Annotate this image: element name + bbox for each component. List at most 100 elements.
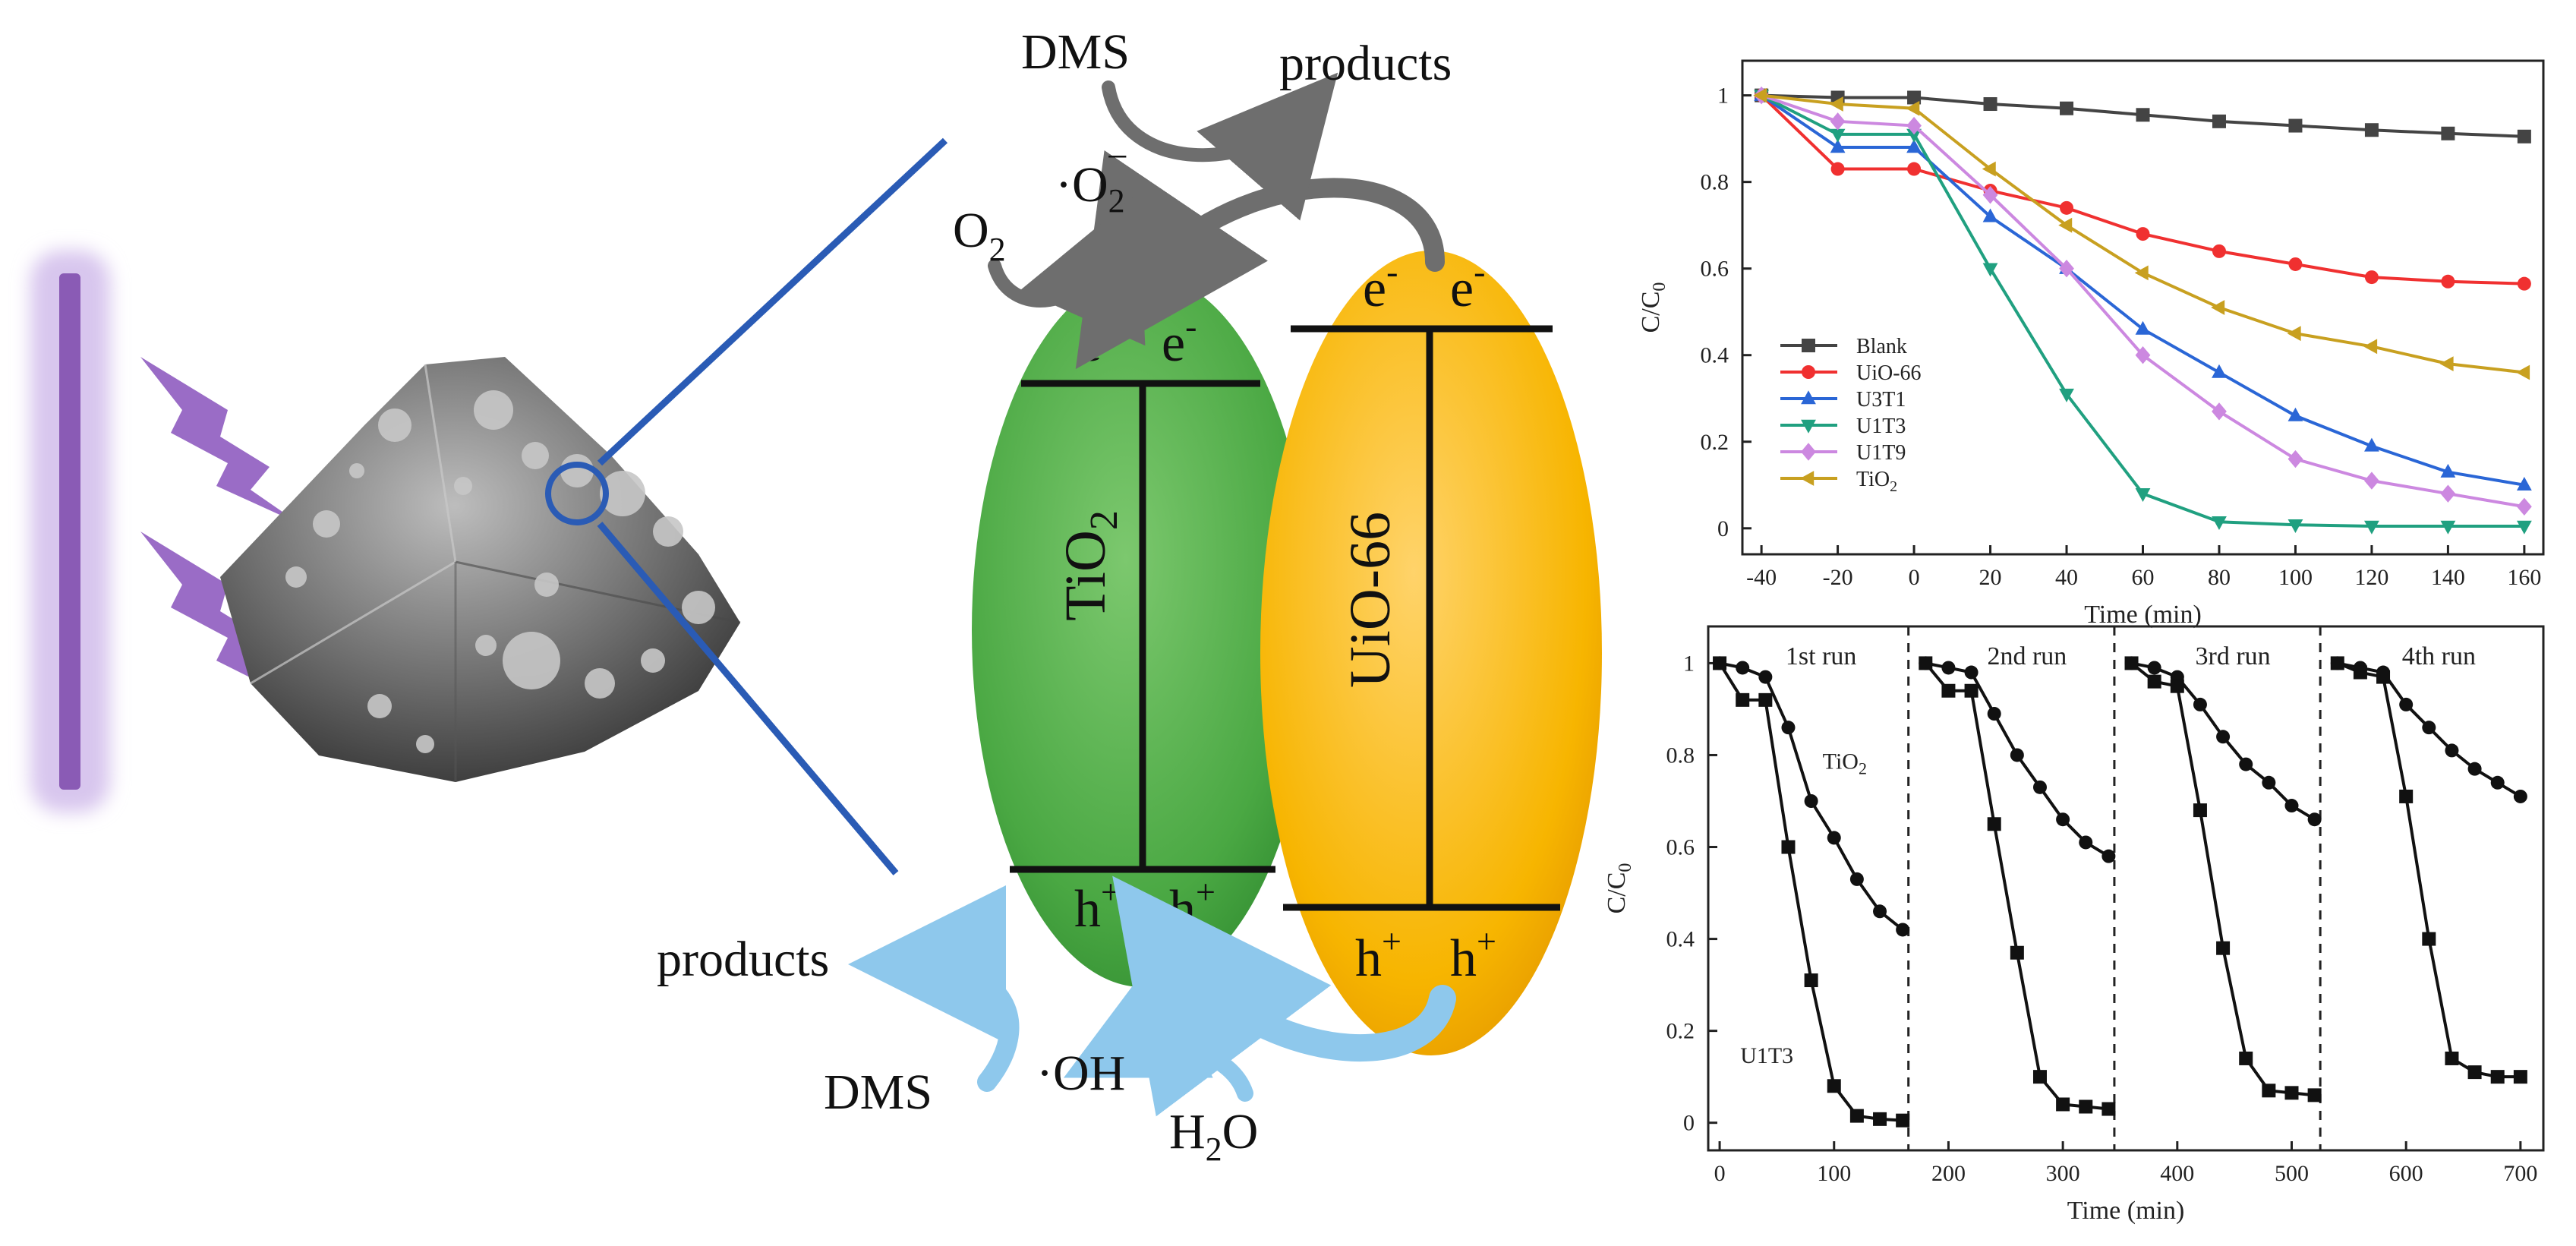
data-point xyxy=(2445,1051,2459,1065)
series-annotation-tio2: TiO2 xyxy=(1823,749,1867,778)
data-point xyxy=(1830,112,1846,131)
data-point xyxy=(2147,674,2161,689)
data-point xyxy=(1896,1113,1910,1128)
data-point xyxy=(1758,692,1773,707)
data-point xyxy=(2513,1070,2527,1084)
catalyst-particle xyxy=(220,357,741,782)
data-point xyxy=(2079,1099,2093,1114)
data-point xyxy=(2211,300,2225,315)
y-tick-label: 0.4 xyxy=(1701,343,1729,368)
data-point xyxy=(2288,407,2303,421)
zoom-lines xyxy=(597,137,948,875)
data-point xyxy=(2467,1065,2482,1080)
legend-marker xyxy=(1802,339,1815,352)
data-point xyxy=(2441,274,2455,289)
data-point xyxy=(1804,973,1818,988)
run-label: 4th run xyxy=(2402,642,2476,670)
x-tick-label: 120 xyxy=(2354,565,2388,590)
series-line-u1t3 xyxy=(1924,662,2109,1111)
legend-label: U1T9 xyxy=(1856,441,1906,465)
data-point xyxy=(2513,789,2527,803)
data-point xyxy=(2376,670,2391,684)
data-point xyxy=(2058,217,2073,233)
data-point xyxy=(2032,780,2047,794)
y-tick-label: 0.2 xyxy=(1666,1019,1695,1044)
data-point xyxy=(1906,100,1920,116)
x-tick-label: -40 xyxy=(1746,565,1777,590)
data-point xyxy=(1830,162,1845,176)
x-tick-label: 400 xyxy=(2160,1161,2194,1186)
y-axis-label: C/C0 xyxy=(1637,282,1670,333)
water-label: H2O xyxy=(1169,1104,1258,1168)
data-point xyxy=(2467,762,2482,776)
data-point xyxy=(1941,683,1956,698)
data-point xyxy=(2032,1070,2047,1084)
data-point xyxy=(2212,402,2227,421)
series-line-u1t3 xyxy=(2130,661,2315,1097)
x-axis-label: Time (min) xyxy=(2084,601,2202,629)
data-point xyxy=(1982,263,1998,277)
data-point xyxy=(2284,799,2299,813)
data-point xyxy=(2216,730,2231,744)
run-label: 2nd run xyxy=(1987,642,2067,670)
data-point xyxy=(1829,96,1843,112)
data-point xyxy=(1906,139,1922,153)
data-point xyxy=(2490,775,2505,790)
lightning-icon xyxy=(140,357,300,702)
data-point xyxy=(2059,259,2074,278)
uio-hole-1: h+ xyxy=(1355,922,1402,988)
data-point xyxy=(2239,1051,2253,1065)
y-tick-label: 1 xyxy=(1717,84,1729,109)
x-tick-label: 20 xyxy=(1979,565,2002,590)
data-point xyxy=(2147,661,2161,675)
data-point xyxy=(2516,364,2530,380)
x-axis-label: Time (min) xyxy=(2067,1197,2185,1225)
data-point xyxy=(2364,472,2379,490)
data-point xyxy=(2440,484,2456,503)
y-tick-label: 0.8 xyxy=(1701,170,1729,195)
legend-marker xyxy=(1801,443,1816,461)
x-tick-label: -20 xyxy=(1823,565,1853,590)
y-tick-label: 0.2 xyxy=(1701,430,1729,455)
legend-label: TiO2 xyxy=(1856,468,1897,495)
data-point xyxy=(2399,697,2414,711)
data-point xyxy=(1941,661,1956,675)
y-tick-label: 0.4 xyxy=(1666,927,1695,952)
data-point xyxy=(2364,520,2379,535)
data-point xyxy=(2239,757,2253,771)
x-tick-label: 160 xyxy=(2507,565,2541,590)
legend-marker xyxy=(1801,419,1816,434)
data-point xyxy=(2170,679,2184,693)
data-point xyxy=(2212,516,2227,531)
data-point xyxy=(2422,721,2436,735)
data-point xyxy=(2134,265,2149,281)
data-point xyxy=(2490,1070,2505,1084)
data-point xyxy=(2060,200,2074,215)
data-point xyxy=(1830,128,1846,143)
superoxide-label: ·O2− xyxy=(1055,135,1128,219)
data-point xyxy=(1781,721,1796,735)
data-point xyxy=(2056,1097,2070,1112)
y-tick-label: 0 xyxy=(1717,516,1729,541)
data-point xyxy=(2212,244,2226,258)
data-point xyxy=(2212,364,2227,378)
data-point xyxy=(1781,840,1796,854)
uio66-label: UiO-66 xyxy=(1338,512,1402,688)
legend-label: U3T1 xyxy=(1856,388,1906,412)
data-point xyxy=(2441,126,2455,140)
data-point xyxy=(1919,656,1933,670)
bottom-reaction-arrow xyxy=(848,885,1020,1092)
x-tick-label: 500 xyxy=(2275,1161,2309,1186)
data-point xyxy=(2516,520,2532,535)
data-point xyxy=(1983,97,1997,112)
top-products-label: products xyxy=(1279,36,1452,91)
top-reaction-arrow xyxy=(1102,72,1338,221)
data-point xyxy=(2010,945,2024,960)
data-point xyxy=(2059,388,2074,402)
data-point xyxy=(2284,1086,2299,1100)
data-point xyxy=(1906,116,1922,135)
oxygen-reduction-arrow xyxy=(988,193,1146,346)
data-point xyxy=(2516,476,2532,491)
